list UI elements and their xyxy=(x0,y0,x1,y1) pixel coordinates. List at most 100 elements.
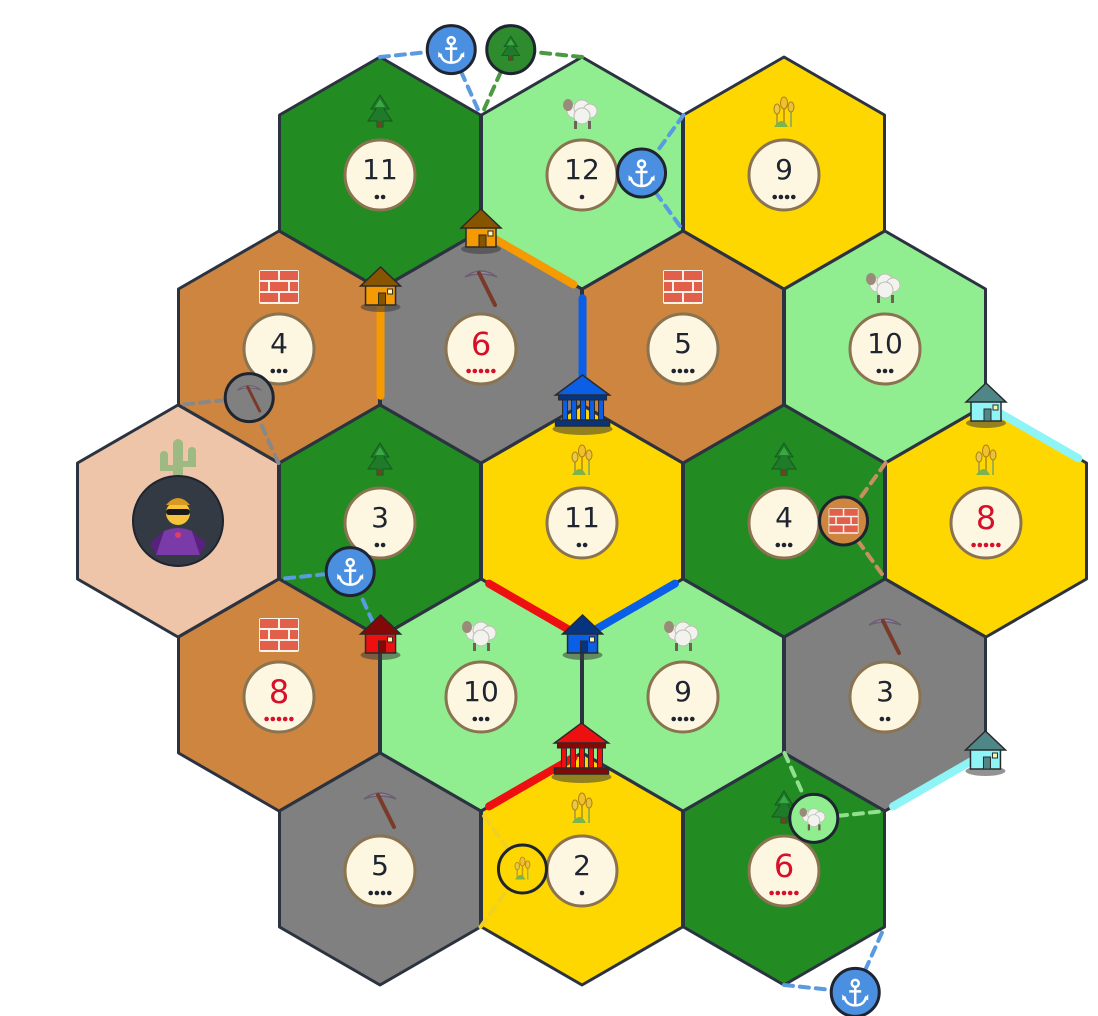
house-icon xyxy=(560,613,605,654)
number-token-value: 10 xyxy=(463,675,499,708)
probability-pip xyxy=(478,716,484,722)
number-token-value: 6 xyxy=(471,325,491,363)
number-token-disc xyxy=(444,312,518,386)
brick-icon xyxy=(259,270,299,304)
probability-pip xyxy=(576,542,582,548)
settlement-red[interactable] xyxy=(358,613,403,660)
number-token-value: 9 xyxy=(775,153,793,186)
harbor-pasture[interactable] xyxy=(782,751,887,844)
number-token-value: 12 xyxy=(564,153,600,186)
road-orange[interactable] xyxy=(485,231,578,289)
number-token: 9 xyxy=(646,660,720,734)
house-icon xyxy=(964,381,1008,422)
city-red[interactable] xyxy=(551,722,612,783)
harbor-mountains[interactable] xyxy=(176,372,281,465)
number-token-value: 5 xyxy=(674,327,692,360)
probability-pip xyxy=(466,368,471,374)
probability-pip xyxy=(282,716,288,722)
probability-pip xyxy=(484,368,490,374)
number-token: 11 xyxy=(545,486,619,560)
road-cyan[interactable] xyxy=(990,405,1083,463)
probability-pip xyxy=(787,542,793,548)
number-token: 2 xyxy=(545,834,619,908)
number-token: 4 xyxy=(747,486,821,560)
number-token-disc xyxy=(343,138,417,212)
probability-pip xyxy=(775,542,781,548)
probability-pip xyxy=(380,194,386,200)
number-token-value: 4 xyxy=(775,501,793,534)
probability-pip xyxy=(989,542,995,548)
probability-pip xyxy=(289,716,294,722)
hex-tile-fields[interactable]: 2 xyxy=(480,751,684,987)
harbor-fields[interactable] xyxy=(478,809,548,929)
probability-pip xyxy=(387,890,392,896)
number-token: 8 xyxy=(949,486,1023,560)
hex-tile-fields[interactable]: 11 xyxy=(480,403,684,639)
probability-pip xyxy=(671,716,676,722)
number-token-disc xyxy=(848,660,922,734)
number-token-value: 8 xyxy=(269,673,289,711)
probability-pip xyxy=(879,716,885,722)
settlement-cyan[interactable] xyxy=(964,381,1008,428)
harbor-generic[interactable] xyxy=(616,113,686,233)
probability-pip xyxy=(264,716,269,722)
number-token-disc xyxy=(545,486,619,560)
harbor-generic[interactable] xyxy=(782,925,887,1016)
probability-pip xyxy=(794,890,799,896)
road-red[interactable] xyxy=(485,579,578,637)
probability-pip xyxy=(690,716,695,722)
number-token-disc xyxy=(646,312,720,386)
probability-pip xyxy=(374,542,380,548)
settlement-orange[interactable] xyxy=(358,265,403,312)
hex-tile-fields[interactable]: 8 xyxy=(884,403,1088,639)
number-token-disc xyxy=(848,312,922,386)
number-token-disc xyxy=(949,486,1023,560)
road-cyan[interactable] xyxy=(889,753,982,811)
number-token-value: 11 xyxy=(564,501,600,534)
hex-tile-mountains[interactable]: 5 xyxy=(278,751,482,987)
probability-pip xyxy=(478,368,484,374)
probability-pip xyxy=(484,716,490,722)
hex-tile-pasture[interactable]: 10 xyxy=(783,229,987,465)
harbor-generic[interactable] xyxy=(378,24,483,117)
robber-icon[interactable] xyxy=(132,475,224,567)
probability-pip xyxy=(983,542,989,548)
probability-pip xyxy=(276,716,282,722)
city-blue[interactable] xyxy=(552,374,613,435)
number-token-value: 5 xyxy=(371,849,389,882)
probability-pip xyxy=(778,194,784,200)
number-token: 12 xyxy=(545,138,619,212)
probability-pip xyxy=(374,890,380,896)
number-token: 10 xyxy=(848,312,922,386)
number-token: 9 xyxy=(747,138,821,212)
probability-pip xyxy=(683,368,689,374)
brick-icon xyxy=(259,618,299,652)
number-token-value: 6 xyxy=(774,847,794,885)
brick-icon xyxy=(828,508,859,534)
number-token: 11 xyxy=(343,138,417,212)
number-token-disc xyxy=(747,834,821,908)
probability-pip xyxy=(579,194,585,200)
probability-pip xyxy=(888,368,894,374)
harbor-hills[interactable] xyxy=(818,461,888,581)
harbor-badge[interactable] xyxy=(223,372,275,424)
probability-pip xyxy=(491,368,496,374)
harbor-generic[interactable] xyxy=(277,546,382,639)
number-token: 6 xyxy=(444,312,518,386)
number-token: 4 xyxy=(242,312,316,386)
probability-pip xyxy=(885,716,891,722)
harbor-forest[interactable] xyxy=(479,24,584,117)
number-token-disc xyxy=(242,312,316,386)
road-red[interactable] xyxy=(485,753,578,811)
brick-icon xyxy=(663,270,703,304)
road-blue[interactable] xyxy=(586,579,679,637)
probability-pip xyxy=(582,542,588,548)
number-token-value: 3 xyxy=(876,675,894,708)
settlement-blue[interactable] xyxy=(560,613,605,660)
probability-pip xyxy=(977,542,983,548)
probability-pip xyxy=(276,368,282,374)
settlement-cyan[interactable] xyxy=(963,729,1008,776)
probability-pip xyxy=(769,890,774,896)
settlement-orange[interactable] xyxy=(459,207,503,254)
